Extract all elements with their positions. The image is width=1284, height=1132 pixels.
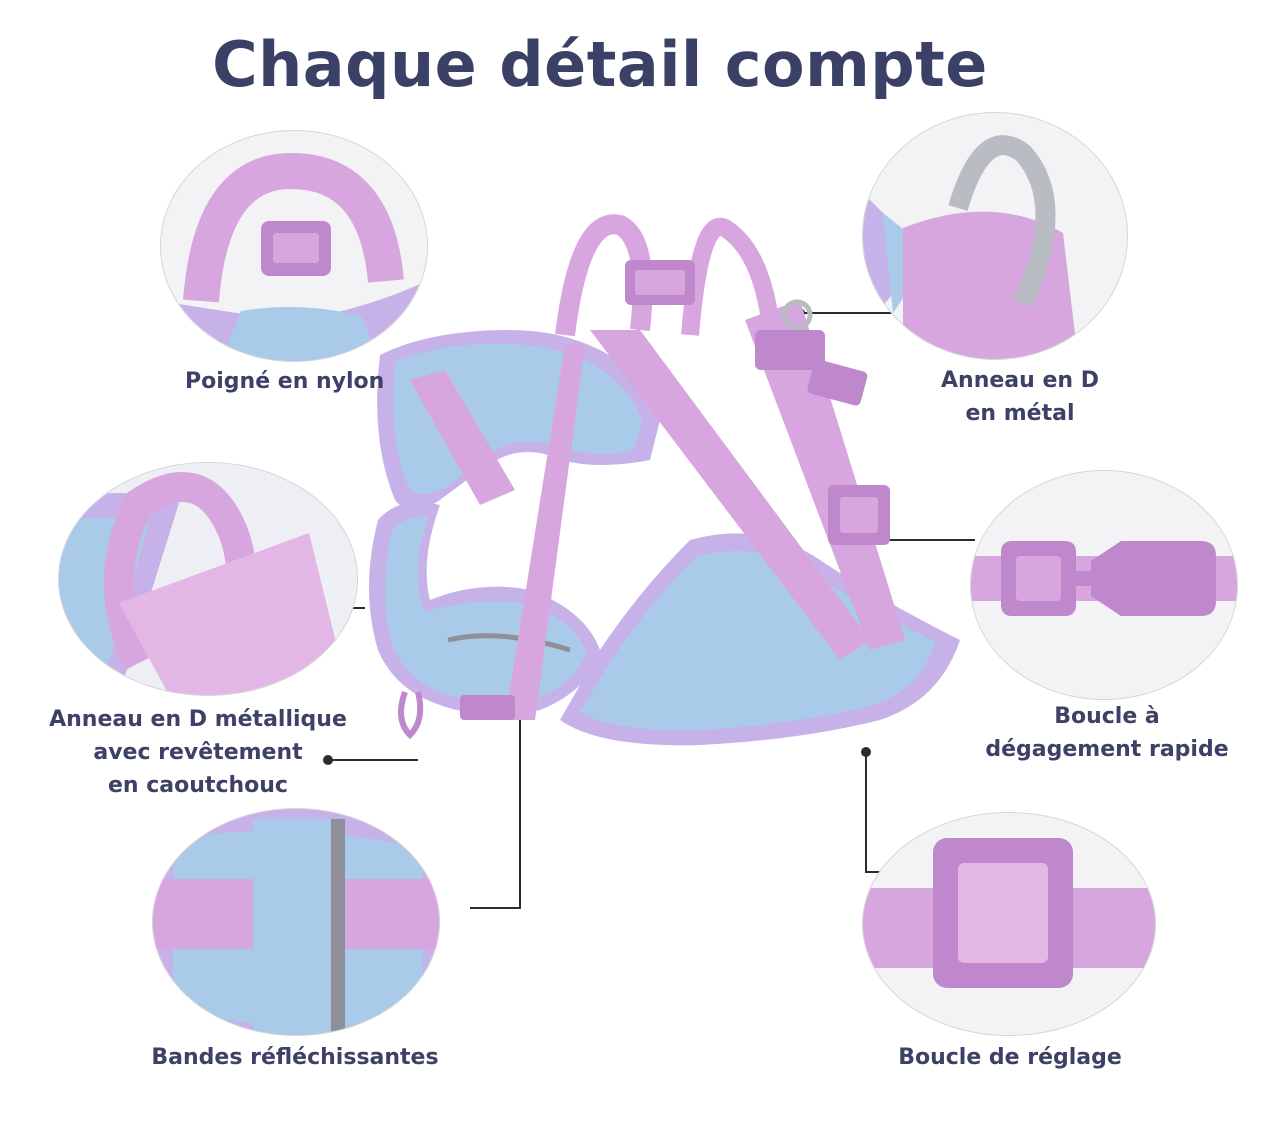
quick-release-detail-circle [970,470,1238,700]
handle-label: Poigné en nylon [185,369,385,394]
reflective-strip-icon [153,809,439,1035]
quick-release-buckle-icon [971,471,1237,699]
rubber-d-ring-label: Anneau en D métallique avec revêtement e… [49,707,347,798]
metal-d-ring-label: Anneau en D en métal [941,368,1099,426]
rubber-d-ring-icon [59,463,357,695]
reflective-label: Bandes réfléchissantes [151,1045,439,1070]
nylon-handle-icon [161,131,427,361]
reflective-detail-circle [152,808,440,1036]
handle-detail-circle [160,130,428,362]
rubber-d-ring-detail-circle [58,462,358,696]
metal-d-ring-detail-circle [862,112,1128,360]
adjuster-buckle-icon [863,813,1155,1035]
harness-body [369,214,960,746]
adjuster-label: Boucle de réglage [898,1045,1122,1070]
metal-d-ring-icon [863,113,1127,359]
quick-release-label: Boucle à dégagement rapide [985,704,1229,762]
adjuster-detail-circle [862,812,1156,1036]
page-title: Chaque détail compte [212,28,988,101]
